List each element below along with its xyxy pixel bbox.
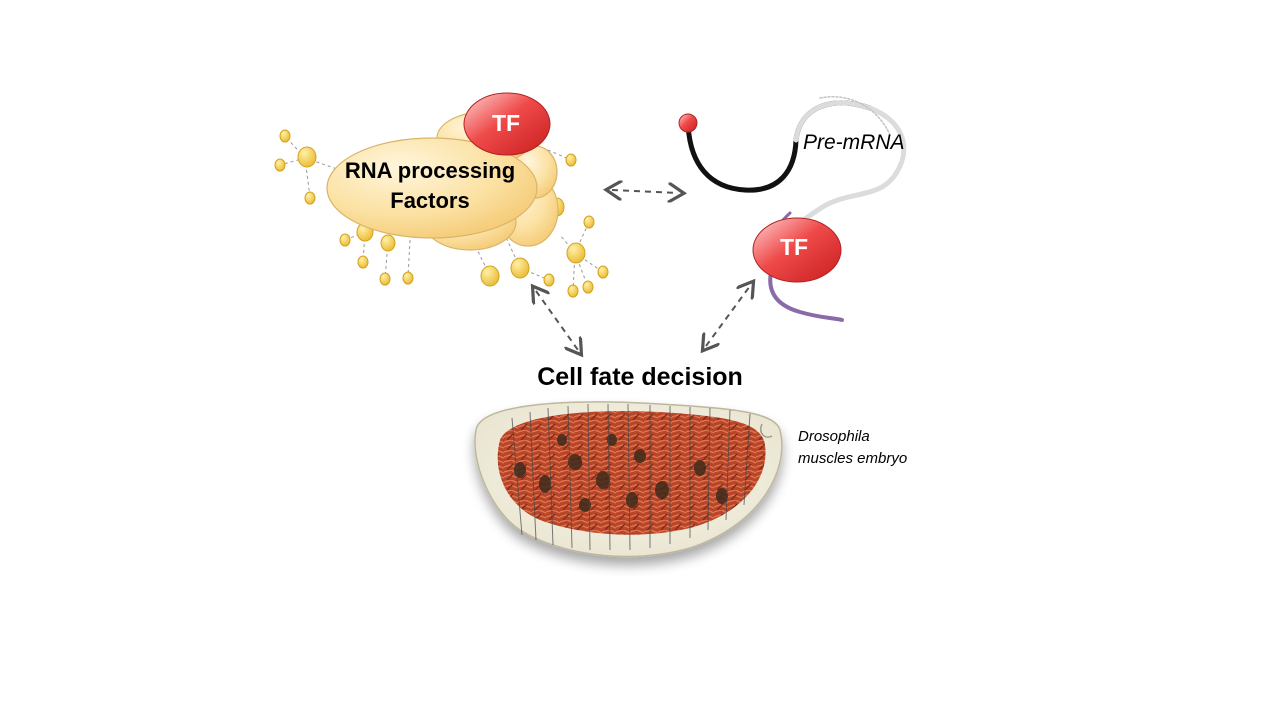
premrna-label: Pre-mRNA xyxy=(803,131,905,154)
tf-bubble-right xyxy=(752,217,842,283)
arrow-tf-cellfate xyxy=(706,286,750,346)
interaction-arrows xyxy=(536,190,750,350)
arrow-factors-cellfate xyxy=(536,291,578,350)
arrow-factors-premrna xyxy=(612,190,678,193)
rna-processing-factors-label: RNA processing Factors xyxy=(330,156,530,216)
tf-label-right: TF xyxy=(779,234,809,260)
embryo-caption-line2: muscles embryo xyxy=(798,450,908,467)
embryo-caption: Drosophila muscles embryo xyxy=(798,426,907,470)
tf-label-top: TF xyxy=(491,110,521,136)
tf-bubble-top xyxy=(463,92,551,156)
embryo-caption-line1: Drosophila xyxy=(798,428,870,445)
premrna-strand xyxy=(678,96,907,322)
cell-fate-decision-label: Cell fate decision xyxy=(537,363,743,391)
rna-processing-label-line1: RNA processing xyxy=(344,158,516,183)
rna-processing-label-line2: Factors xyxy=(390,188,470,213)
drosophila-embryo-image xyxy=(474,401,783,558)
